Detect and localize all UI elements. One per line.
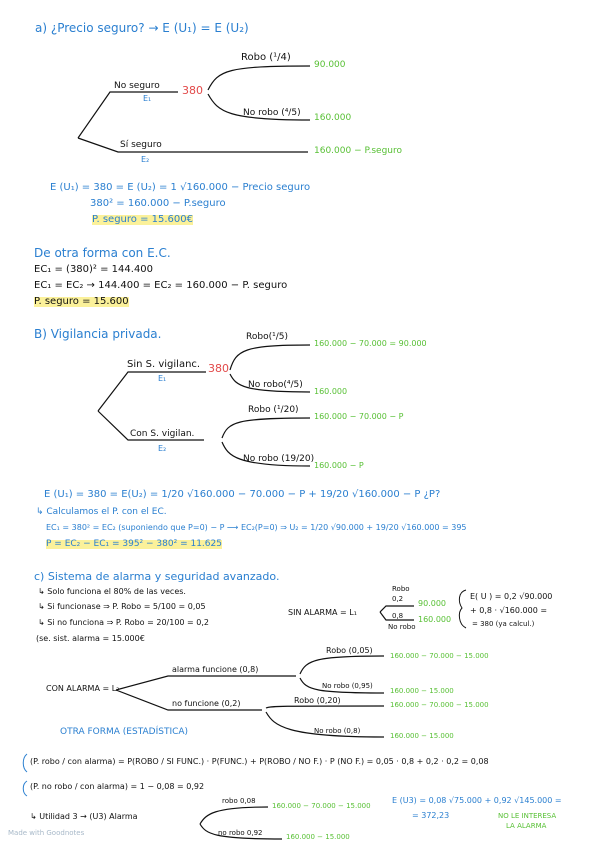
eq-b1: E (U₁) = 380 = E(U₂) = 1/20 √160.000 − 7… <box>44 489 441 500</box>
eq-a1: E (U₁) = 380 = E (U₂) = 1 √160.000 − Pre… <box>50 182 311 193</box>
tree-b-branch-sin <box>97 371 206 412</box>
tree-c-robo020 <box>265 705 385 709</box>
conclusion-line1: NO LE INTERESA <box>498 812 557 820</box>
gain-c-d: 160.000 − 15.000 <box>390 732 454 740</box>
tree-b-branch-robo <box>229 344 311 371</box>
gain-c-90000: 90.000 <box>418 599 446 608</box>
label-norobo-095: No robo (0,95) <box>322 682 373 690</box>
ec-title: De otra forma con E.C. <box>34 246 171 260</box>
eu-line1: E( U ) = 0,2 √90.000 <box>470 592 553 601</box>
label-b-e1: E₁ <box>158 374 167 383</box>
label-norobo-092: no robo 0,92 <box>218 829 263 837</box>
tree-c-norobo08 <box>265 711 385 738</box>
label-norobo-08: No robo (0,8) <box>314 727 361 735</box>
eq-b2: ↳ Calculamos el P. con el EC. <box>36 507 167 517</box>
label-robo: Robo (¹/4) <box>241 52 291 63</box>
eq-b4: P = EC₂ − EC₁ = 395² − 380² = 11.625 <box>46 539 222 549</box>
tree-b-branch-robo2 <box>221 417 311 439</box>
c-bullet3: ↳ Si no funciona ⇒ P. Robo = 20/100 = 0,… <box>38 618 210 627</box>
eu-line3: = 380 (ya calcul.) <box>472 620 535 628</box>
brace-eu <box>458 589 467 629</box>
c-bullet4: (se. sist. alarma = 15.000€ <box>36 634 145 643</box>
tree-c-branch-funciona <box>115 675 296 691</box>
tree-a-branch-no-robo <box>207 93 311 121</box>
tree-c-branch-no-funciona <box>115 689 262 711</box>
label-con-alarma: CON ALARMA = L₂ <box>46 684 120 693</box>
tree-b-branch-no-robo <box>229 373 311 393</box>
eq-a3: P. seguro = 15.600€ <box>92 214 193 225</box>
label-e1: E₁ <box>143 94 152 103</box>
tree-c-robo005 <box>299 655 385 675</box>
gain-c-160000: 160.000 <box>418 615 452 624</box>
gain-90000: 90.000 <box>314 60 346 70</box>
label-no-seguro: No seguro <box>114 81 160 91</box>
conclusion-line2: LA ALARMA <box>506 822 547 830</box>
label-si-seguro: Sí seguro <box>120 140 162 150</box>
label-con-vigilancia: Con S. vigilan. <box>130 429 195 439</box>
eq-b3: EC₁ = 380² = EC₂ (suponiendo que P=0) − … <box>46 523 467 532</box>
eu3-line: E (U3) = 0,08 √75.000 + 0,92 √145.000 = <box>392 796 562 805</box>
gain-b-p2: 160.000 − P <box>314 461 364 470</box>
value-b-380: 380 <box>208 362 229 375</box>
prob-line2: (P. no robo / con alarma) = 1 − 0,08 = 0… <box>30 782 205 791</box>
ec-line2: EC₁ = EC₂ → 144.400 = EC₂ = 160.000 − P.… <box>34 280 288 291</box>
gain-b-p1: 160.000 − 70.000 − P <box>314 412 404 421</box>
label-sin-vigilancia: Sin S. vigilanc. <box>127 359 201 370</box>
c-bullet1: ↳ Solo funciona el 80% de las veces. <box>38 587 186 596</box>
label-e2: E₂ <box>141 155 150 164</box>
label-robo-020: Robo (0,20) <box>294 696 341 705</box>
tree-a-branch-robo <box>207 65 311 91</box>
utilidad3-label: ↳ Utilidad 3 → (U3) Alarma <box>30 812 138 821</box>
otra-forma-title: OTRA FORMA (ESTADÍSTICA) <box>60 727 189 737</box>
tree-a-branch-si-seguro <box>77 137 308 153</box>
tree-c-robo008 <box>199 806 269 825</box>
section-c-title: c) Sistema de alarma y seguridad avanzad… <box>34 570 280 583</box>
watermark-goodnotes: Made with Goodnotes <box>8 829 85 837</box>
tree-c-sin-no-robo <box>379 611 414 621</box>
tree-c-sin-robo <box>379 605 414 613</box>
value-380: 380 <box>182 84 203 97</box>
label-c-p02: 0,2 <box>392 595 404 603</box>
eq-a2: 380² = 160.000 − P.seguro <box>90 198 226 209</box>
section-a-title: a) ¿Precio seguro? → E (U₁) = E (U₂) <box>35 21 249 35</box>
label-sin-alarma: SIN ALARMA = L₁ <box>288 608 357 617</box>
gain-c-c: 160.000 − 70.000 − 15.000 <box>390 701 489 709</box>
label-b-no-robo2: No robo (19/20) <box>243 454 315 464</box>
label-no-funcione: no funcione (0,2) <box>172 699 241 708</box>
paren-prob1 <box>22 753 28 773</box>
gain-b-160000: 160.000 <box>314 387 348 396</box>
c-bullet2: ↳ Si funcionase ⇒ P. Robo = 5/100 = 0,05 <box>38 602 206 611</box>
gain-160000: 160.000 <box>314 113 352 123</box>
label-robo-008: robo 0,08 <box>222 797 256 805</box>
tree-c-norobo092 <box>199 823 283 840</box>
label-c-no-robo: No robo <box>388 623 416 631</box>
label-b-robo: Robo(¹/5) <box>246 332 288 342</box>
label-c-robo: Robo <box>392 585 410 593</box>
eu3-result: = 372,23 <box>412 811 450 820</box>
label-b-e2: E₂ <box>158 444 167 453</box>
label-alarma-funcione: alarma funcione (0,8) <box>172 665 259 674</box>
label-c-p08: 0,8 <box>392 612 404 620</box>
eu-line2: + 0,8 · √160.000 = <box>470 606 548 615</box>
gain-b-90000: 160.000 − 70.000 = 90.000 <box>314 339 427 348</box>
gain-c-f: 160.000 − 15.000 <box>286 833 350 841</box>
ec-line1: EC₁ = (380)² = 144.400 <box>34 264 154 275</box>
paren-prob2 <box>22 780 28 797</box>
tree-c-norobo095 <box>299 677 385 694</box>
tree-b-branch-con <box>97 410 204 441</box>
gain-c-b: 160.000 − 15.000 <box>390 687 454 695</box>
tree-b-branch-no-robo2 <box>221 441 311 467</box>
section-b-title: B) Vigilancia privada. <box>34 327 162 341</box>
label-b-no-robo: No robo(⁴/5) <box>248 380 303 390</box>
label-b-robo2: Robo (¹/20) <box>248 405 299 415</box>
gain-160000-pseguro: 160.000 − P.seguro <box>314 146 403 156</box>
ec-line3: P. seguro = 15.600 <box>34 296 129 307</box>
label-robo-005: Robo (0,05) <box>326 646 373 655</box>
gain-c-e: 160.000 − 70.000 − 15.000 <box>272 802 371 810</box>
tree-a-branch-no-seguro <box>77 91 178 139</box>
label-no-robo: No robo (⁴/5) <box>243 108 301 118</box>
gain-c-a: 160.000 − 70.000 − 15.000 <box>390 652 489 660</box>
prob-line1: (P. robo / con alarma) = P(ROBO / SI FUN… <box>30 757 489 766</box>
